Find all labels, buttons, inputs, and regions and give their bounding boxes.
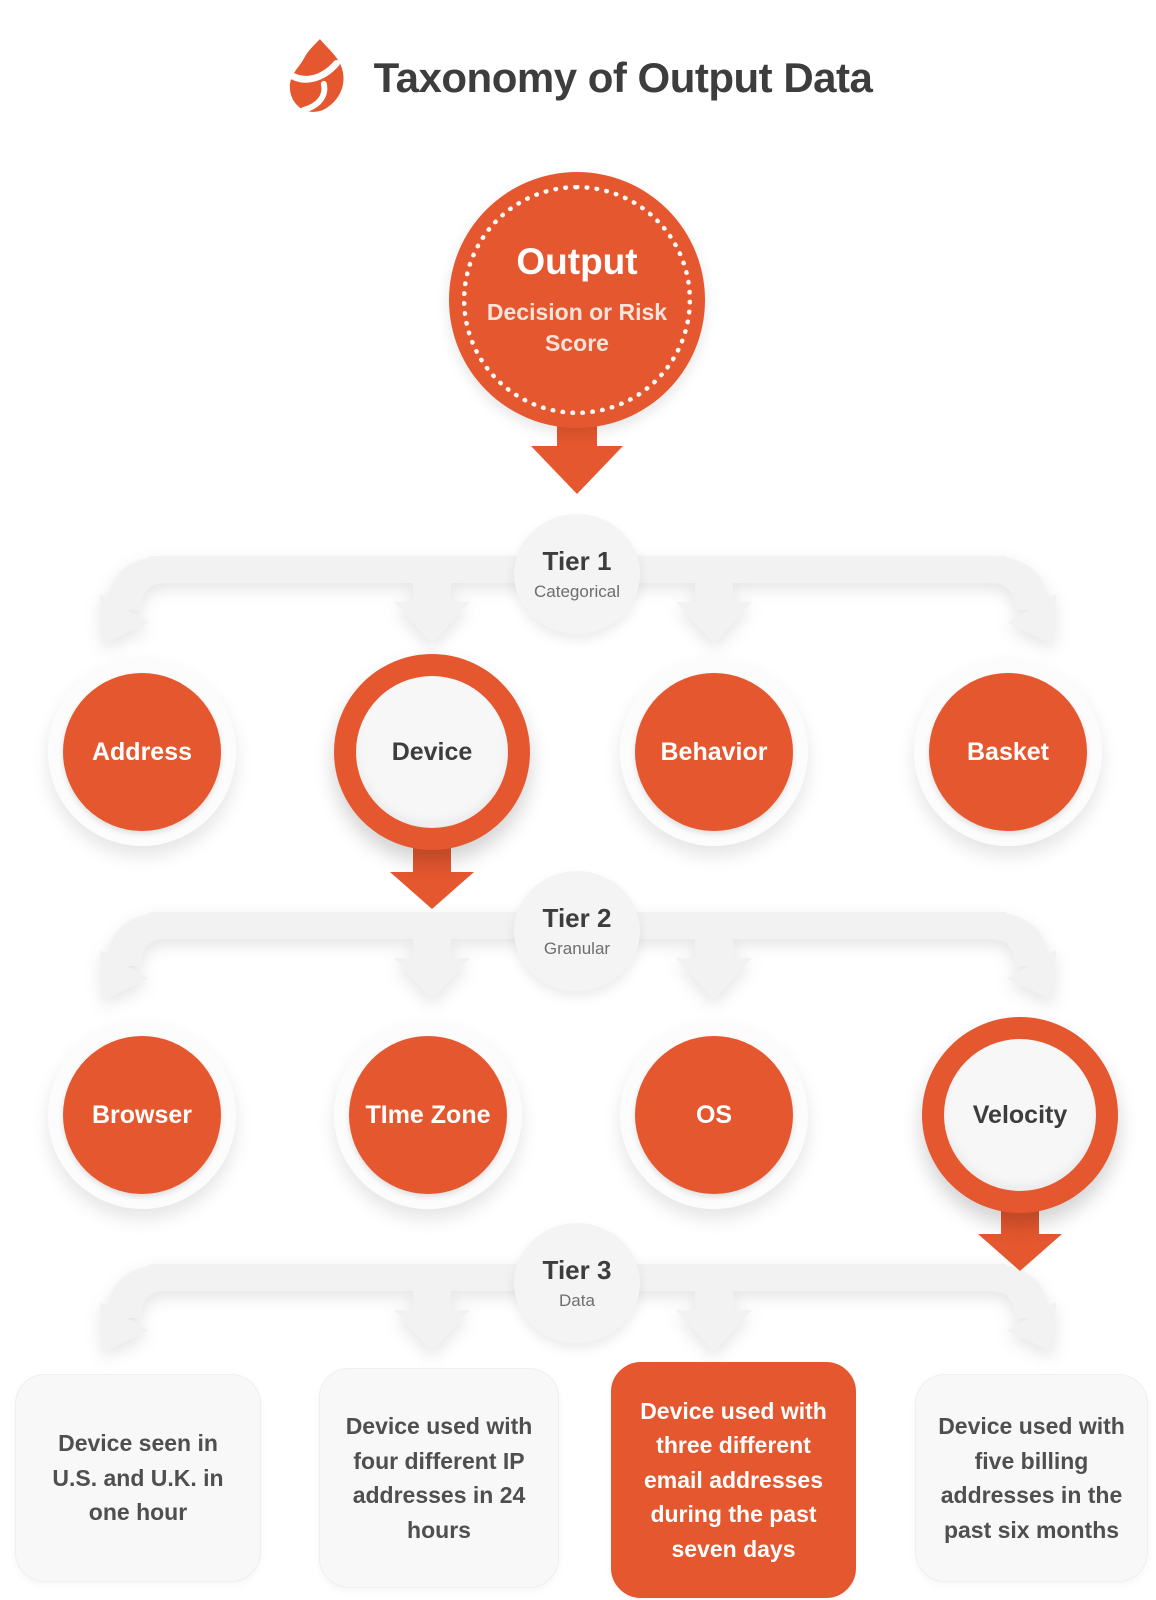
tier3-sublabel: Data [559, 1290, 595, 1310]
node-address: Address [48, 658, 236, 846]
tier1-badge: Tier 1 Categorical [514, 514, 640, 634]
node-basket-label: Basket [929, 673, 1087, 831]
data-card-text: Device used with five billing addresses … [938, 1413, 1125, 1543]
tier1-label: Tier 1 [542, 546, 612, 577]
data-card-highlighted: Device used with three different email a… [611, 1362, 856, 1598]
node-device-label: Device [356, 676, 508, 828]
flame-icon [284, 39, 344, 113]
node-behavior-label: Behavior [635, 673, 793, 831]
node-time-zone: TIme Zone [334, 1021, 522, 1209]
root-node-output: Output Decision or Risk Score [449, 172, 705, 428]
node-browser-label: Browser [63, 1036, 221, 1194]
node-address-label: Address [63, 673, 221, 831]
header: Taxonomy of Output Data [0, 28, 1156, 128]
node-behavior: Behavior [620, 658, 808, 846]
data-card: Device used with five billing addresses … [915, 1374, 1148, 1582]
data-card-text: Device used with four different IP addre… [345, 1413, 533, 1543]
node-device: Device [334, 654, 530, 850]
tier3-label: Tier 3 [542, 1255, 612, 1286]
data-card: Device seen in U.S. and U.K. in one hour [15, 1374, 261, 1582]
tier2-label: Tier 2 [542, 903, 612, 934]
node-os-label: OS [635, 1036, 793, 1194]
tier2-sublabel: Granular [543, 938, 611, 958]
node-basket: Basket [914, 658, 1102, 846]
node-time-zone-label: TIme Zone [349, 1036, 507, 1194]
node-browser: Browser [48, 1021, 236, 1209]
page-title: Taxonomy of Output Data [373, 54, 873, 101]
node-os: OS [620, 1021, 808, 1209]
root-node-title: Output [516, 240, 638, 282]
node-velocity: Velocity [922, 1017, 1118, 1213]
root-node-subtitle: Decision or Risk Score [486, 298, 668, 356]
data-card-text: Device seen in U.S. and U.K. in one hour [52, 1430, 224, 1526]
dotted-ring: Output Decision or Risk Score [462, 185, 692, 415]
tier1-sublabel: Categorical [534, 581, 620, 601]
node-velocity-label: Velocity [944, 1039, 1096, 1191]
tier3-badge: Tier 3 Data [514, 1223, 640, 1343]
data-card-text: Device used with three different email a… [640, 1397, 827, 1562]
data-card: Device used with four different IP addre… [319, 1368, 559, 1588]
tier2-badge: Tier 2 Granular [514, 871, 640, 991]
